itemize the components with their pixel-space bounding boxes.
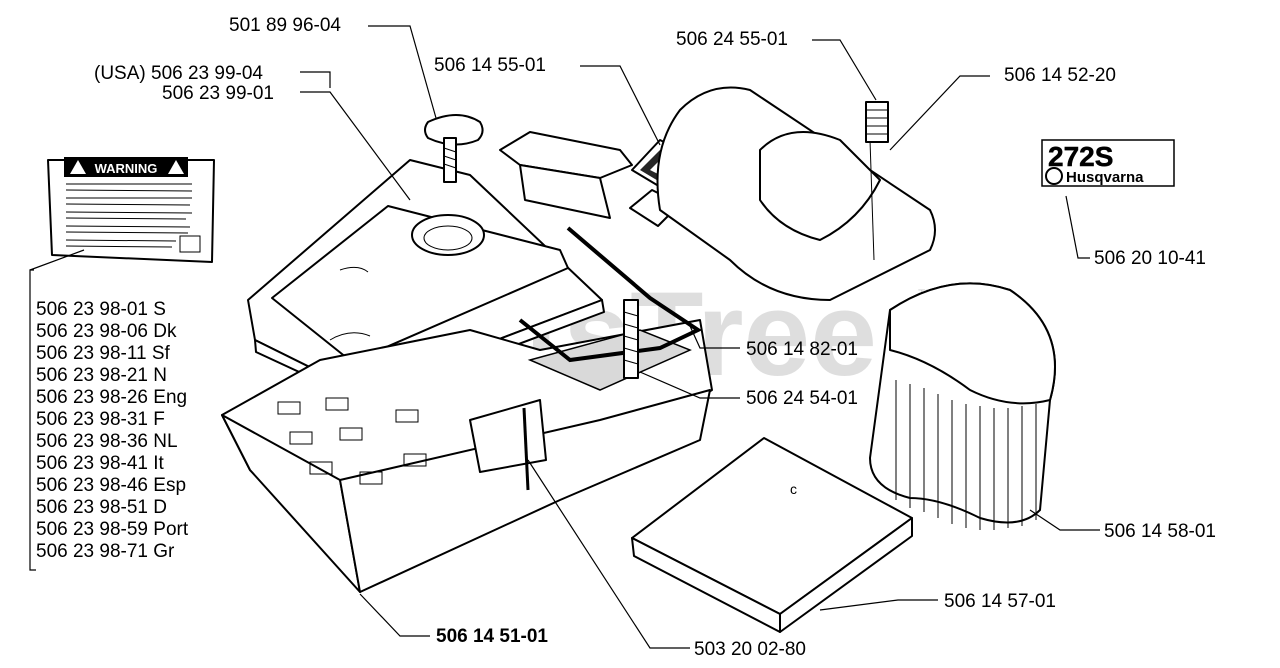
decal-list-item[interactable]: 506 23 98-26 Eng — [36, 387, 187, 408]
husqvarna-logo-icon — [1045, 167, 1063, 185]
round-filter-part[interactable] — [869, 282, 1056, 530]
cap-key-part[interactable] — [424, 114, 484, 183]
warning-text-lines — [65, 183, 193, 248]
model-badge-decal[interactable]: 272S Husqvarna — [1041, 139, 1175, 187]
label-base[interactable]: 506 14 51-01 — [436, 626, 548, 647]
decal-list-item[interactable]: 506 23 98-36 NL — [36, 431, 178, 452]
filler-opening — [411, 214, 485, 256]
warning-decal-list: 506 23 98-01 S 506 23 98-06 Dk 506 23 98… — [36, 299, 189, 562]
label-stud-top[interactable]: 506 24 55-01 — [676, 29, 788, 50]
book-icon — [179, 235, 201, 253]
label-pin[interactable]: 503 20 02-80 — [694, 639, 806, 660]
warning-title: WARNING — [95, 161, 158, 176]
top-cover-part[interactable] — [656, 86, 936, 301]
decal-list-item[interactable]: 506 23 98-59 Port — [36, 519, 189, 540]
label-cover-usa[interactable]: (USA) 506 23 99-04 — [94, 63, 263, 84]
stud-top-part[interactable] — [865, 101, 889, 143]
label-top-cover[interactable]: 506 14 52-20 — [1004, 65, 1116, 86]
label-cap-key[interactable]: 501 89 96-04 — [229, 15, 341, 36]
stud-mid-part[interactable] — [623, 299, 639, 379]
filter-pleats — [895, 380, 1037, 530]
seal-part[interactable] — [518, 226, 703, 363]
filter-pad-part[interactable]: c — [631, 437, 913, 633]
base-slots — [277, 397, 427, 485]
decal-list-item[interactable]: 506 23 98-11 Sf — [36, 343, 171, 364]
decal-list-item[interactable]: 506 23 98-71 Gr — [36, 541, 175, 562]
brand-name: Husqvarna — [1066, 169, 1144, 186]
decal-list-item[interactable]: 506 23 98-46 Esp — [36, 475, 186, 496]
warning-banner — [64, 157, 188, 177]
pad-mark: c — [790, 481, 797, 497]
base-part[interactable] — [221, 319, 713, 593]
decal-list-item[interactable]: 506 23 98-51 D — [36, 497, 167, 518]
label-cover[interactable]: 506 23 99-01 — [162, 83, 274, 104]
decal-list-item[interactable]: 506 23 98-31 F — [36, 409, 165, 430]
decal-list-item[interactable]: 506 23 98-21 N — [36, 365, 167, 386]
pin-part[interactable] — [522, 407, 530, 491]
model-number: 272S — [1048, 141, 1113, 172]
label-gasket-top[interactable]: 506 14 55-01 — [434, 55, 546, 76]
label-decal[interactable]: 506 20 10-41 — [1094, 248, 1206, 269]
decal-list-item[interactable]: 506 23 98-06 Dk — [36, 321, 177, 342]
leader-lines — [29, 25, 1100, 649]
warning-decal[interactable]: WARNING — [47, 157, 215, 263]
label-filter-round[interactable]: 506 14 58-01 — [1104, 521, 1216, 542]
decal-list-item[interactable]: 506 23 98-41 It — [36, 453, 165, 474]
label-stud-mid[interactable]: 506 24 54-01 — [746, 388, 858, 409]
label-filter-pad[interactable]: 506 14 57-01 — [944, 591, 1056, 612]
warning-triangle-icon — [70, 160, 86, 174]
label-seal[interactable]: 506 14 82-01 — [746, 339, 858, 360]
decal-list-item[interactable]: 506 23 98-01 S — [36, 299, 166, 320]
warning-triangle-icon — [168, 160, 184, 174]
